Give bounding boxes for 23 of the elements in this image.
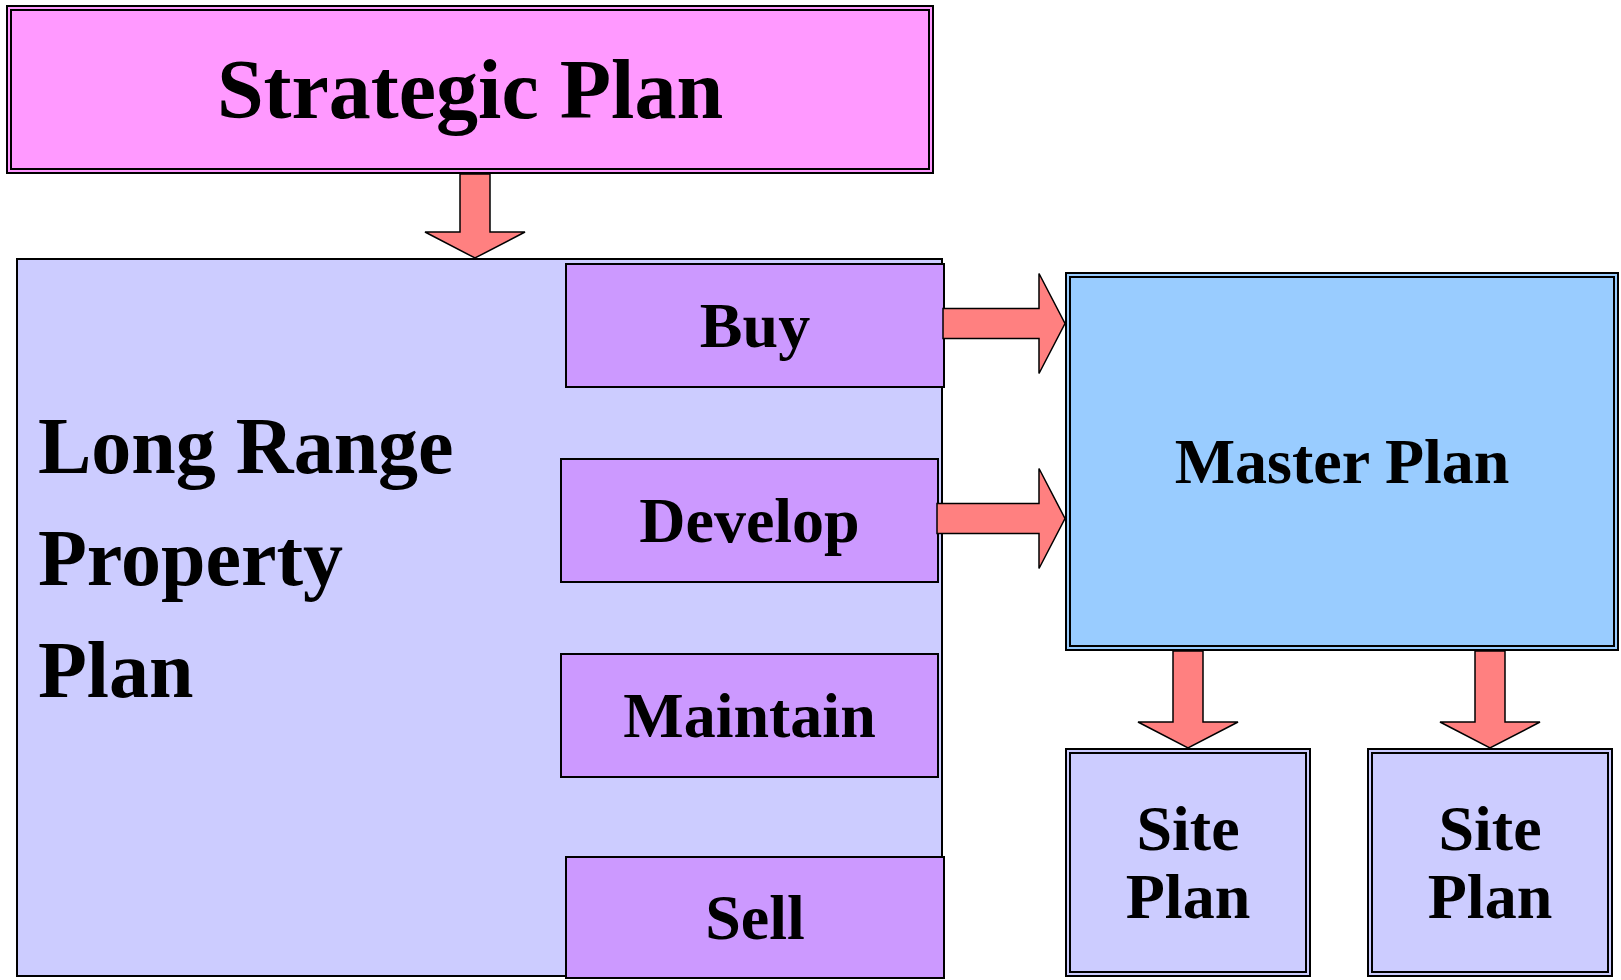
box-label: Long Range Property Plan [38,401,455,716]
block-arrow [1439,650,1541,749]
box-label: Maintain [623,678,876,753]
box-label: Develop [639,483,860,558]
plan-box [1065,272,1619,651]
box-label: Site Plan [1426,794,1554,931]
plan-box [1367,748,1613,977]
plan-panel [16,258,943,977]
block-arrow [936,467,1066,570]
block-arrow [424,173,526,259]
action-box [565,856,945,979]
action-box [560,458,939,583]
plan-box [1065,748,1311,977]
box-label: Sell [705,880,805,955]
action-box [560,653,939,778]
block-arrow [1137,650,1239,749]
box-label: Buy [699,288,811,363]
box-label: Master Plan [1174,424,1510,499]
action-box [565,263,945,388]
box-label: Site Plan [1124,794,1252,931]
box-label: Strategic Plan [216,41,724,138]
plan-box [6,5,934,174]
block-arrow [942,272,1066,375]
